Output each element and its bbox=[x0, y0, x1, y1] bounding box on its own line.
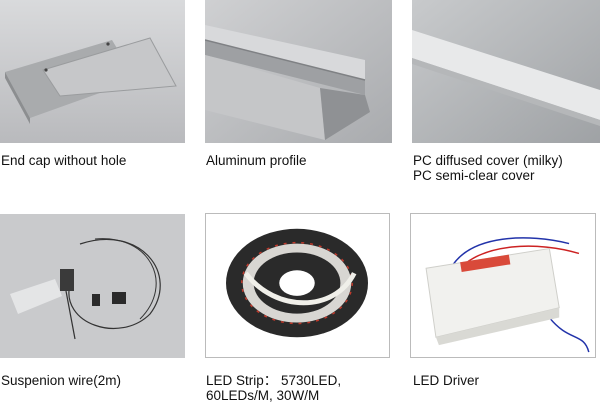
caption-pc-cover: PC diffused cover (milky) PC semi-clear … bbox=[413, 153, 563, 183]
caption-led-strip: LED Strip： 5730LED, 60LEDs/M, 30W/M bbox=[206, 373, 342, 403]
caption-aluminum-profile: Aluminum profile bbox=[206, 153, 307, 168]
led-driver-photo bbox=[410, 213, 596, 358]
led-strip-reel-photo bbox=[205, 213, 390, 358]
caption-end-cap: End cap without hole bbox=[1, 153, 127, 168]
pc-cover-photo bbox=[412, 0, 600, 143]
end-cap-photo bbox=[0, 0, 185, 143]
caption-suspension-wire: Suspenion wire(2m) bbox=[1, 373, 122, 388]
suspension-wire-photo bbox=[0, 214, 185, 358]
caption-led-driver: LED Driver bbox=[413, 373, 480, 388]
aluminum-profile-photo bbox=[205, 0, 392, 143]
